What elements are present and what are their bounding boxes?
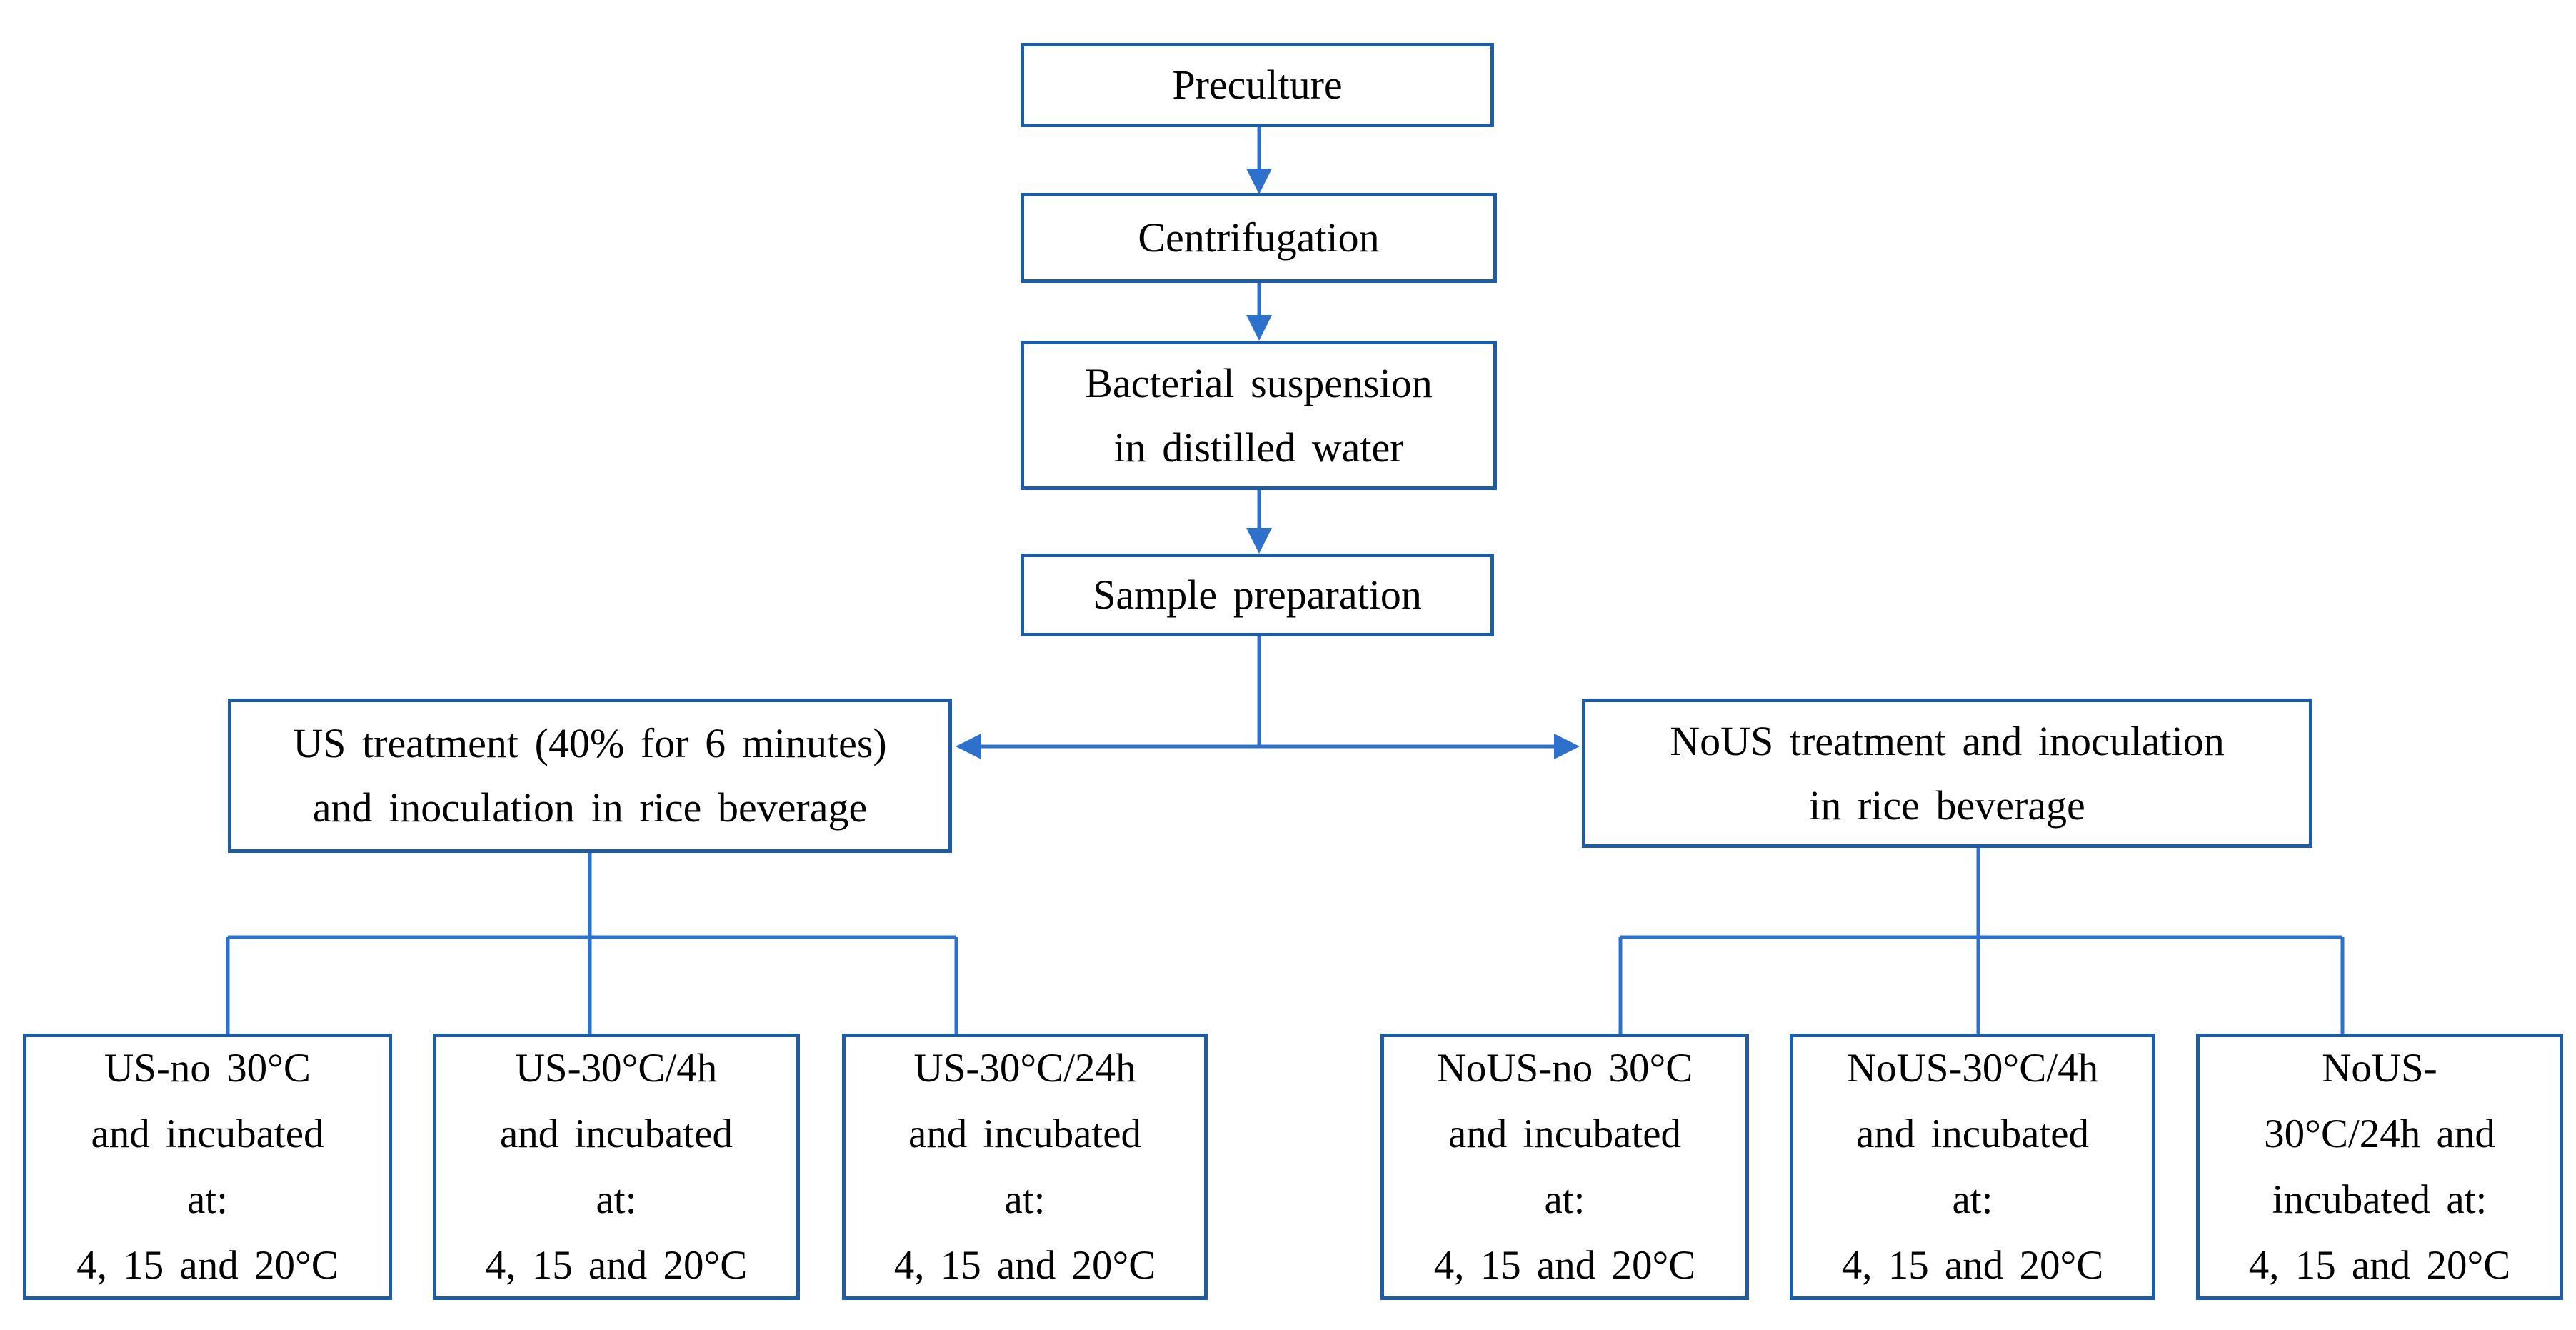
flow-box-sample-preparation-label: Sample preparation: [1093, 571, 1422, 619]
flow-box-us-30c-4h-label: US-30°C/4h and incubated at: 4, 15 and 2…: [485, 1045, 748, 1288]
flow-box-nous-30c-24h: NoUS- 30°C/24h and incubated at: 4, 15 a…: [2196, 1034, 2563, 1300]
flow-box-preculture: Preculture: [1021, 43, 1494, 127]
flow-box-nous-treatment-label: NoUS treatment and inoculation in rice b…: [1670, 717, 2225, 829]
flow-box-sample-preparation: Sample preparation: [1021, 554, 1494, 636]
flow-box-us-no-30c: US-no 30°C and incubated at: 4, 15 and 2…: [23, 1034, 392, 1300]
flow-box-nous-no-30c: NoUS-no 30°C and incubated at: 4, 15 and…: [1380, 1034, 1749, 1300]
arrowhead-right: [1554, 734, 1580, 759]
flow-box-nous-treatment: NoUS treatment and inoculation in rice b…: [1582, 699, 2312, 848]
flow-box-us-no-30c-label: US-no 30°C and incubated at: 4, 15 and 2…: [76, 1045, 339, 1288]
flow-box-us-30c-4h: US-30°C/4h and incubated at: 4, 15 and 2…: [433, 1034, 800, 1300]
flow-box-nous-30c-4h: NoUS-30°C/4h and incubated at: 4, 15 and…: [1790, 1034, 2155, 1300]
arrowhead-down-3: [1246, 528, 1272, 554]
flow-box-centrifugation: Centrifugation: [1021, 193, 1497, 283]
flow-box-bacterial-suspension: Bacterial suspension in distilled water: [1021, 341, 1497, 490]
arrowhead-left: [956, 734, 981, 759]
flow-box-nous-30c-24h-label: NoUS- 30°C/24h and incubated at: 4, 15 a…: [2248, 1045, 2511, 1288]
flow-box-us-treatment: US treatment (40% for 6 minutes) and ino…: [228, 699, 952, 853]
flow-box-centrifugation-label: Centrifugation: [1138, 214, 1380, 261]
flow-box-us-30c-24h: US-30°C/24h and incubated at: 4, 15 and …: [842, 1034, 1208, 1300]
flow-box-us-30c-24h-label: US-30°C/24h and incubated at: 4, 15 and …: [893, 1045, 1156, 1288]
flow-box-nous-30c-4h-label: NoUS-30°C/4h and incubated at: 4, 15 and…: [1841, 1045, 2104, 1288]
flow-box-us-treatment-label: US treatment (40% for 6 minutes) and ino…: [293, 720, 887, 831]
arrowhead-down-2: [1246, 315, 1272, 341]
flow-box-nous-no-30c-label: NoUS-no 30°C and incubated at: 4, 15 and…: [1433, 1045, 1696, 1288]
flow-box-preculture-label: Preculture: [1172, 61, 1343, 109]
flow-box-bacterial-suspension-label: Bacterial suspension in distilled water: [1085, 359, 1433, 471]
arrowhead-down-1: [1246, 169, 1272, 194]
